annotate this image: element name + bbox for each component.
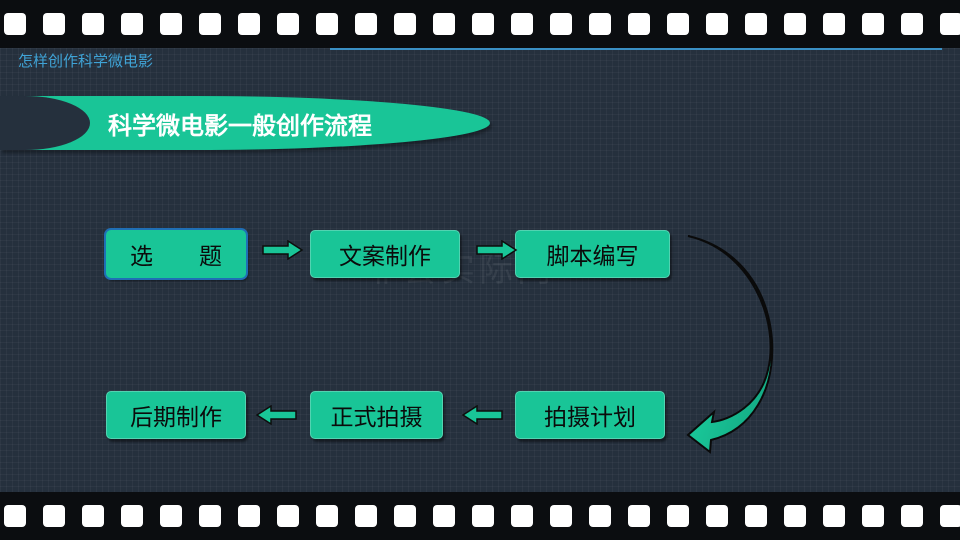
section-banner: 科学微电影一般创作流程	[0, 96, 490, 150]
film-perforation	[745, 505, 767, 527]
step-label: 后期制作	[130, 405, 222, 431]
film-perforation	[199, 505, 221, 527]
film-perforation	[43, 13, 65, 35]
film-perforation	[940, 505, 960, 527]
film-perforation	[901, 505, 923, 527]
film-perforation	[940, 13, 960, 35]
film-perforation	[4, 13, 26, 35]
film-perforation	[394, 13, 416, 35]
step-copywriting[interactable]: 文案制作	[310, 230, 460, 278]
step-shooting-plan[interactable]: 拍摄计划	[515, 391, 665, 439]
film-perforation	[706, 13, 728, 35]
curved-arrow-icon	[686, 235, 774, 454]
banner-title: 科学微电影一般创作流程	[108, 112, 372, 140]
film-perforation	[238, 13, 260, 35]
film-perforation	[667, 13, 689, 35]
film-perforation	[433, 505, 455, 527]
film-perforation	[589, 505, 611, 527]
film-perforation	[316, 13, 338, 35]
film-perforation	[745, 13, 767, 35]
film-perforation	[277, 13, 299, 35]
film-perforation	[550, 505, 572, 527]
film-perforation	[355, 505, 377, 527]
step-label: 脚本编写	[546, 244, 639, 270]
arrow-right-icon	[262, 240, 304, 260]
film-perforation	[784, 505, 806, 527]
step-formal-shooting[interactable]: 正式拍摄	[310, 391, 443, 439]
film-perforation	[901, 13, 923, 35]
film-perforation	[511, 505, 533, 527]
header-divider	[330, 48, 942, 50]
film-strip-top	[0, 0, 960, 48]
film-perforation	[823, 13, 845, 35]
film-perforation	[550, 13, 572, 35]
film-perforation	[628, 505, 650, 527]
film-perforation	[784, 13, 806, 35]
film-perforation	[82, 505, 104, 527]
arrow-left-icon	[255, 405, 297, 425]
film-perforation	[4, 505, 26, 527]
header-title: 怎样创作科学微电影	[18, 52, 154, 70]
film-perforation	[199, 13, 221, 35]
film-perforation	[160, 505, 182, 527]
film-perforation	[277, 505, 299, 527]
step-label: 拍摄计划	[544, 405, 636, 431]
film-perforation	[238, 505, 260, 527]
film-perforation	[160, 13, 182, 35]
step-label: 文案制作	[339, 244, 431, 270]
film-perforation	[472, 505, 494, 527]
film-perforation	[43, 505, 65, 527]
film-perforation	[667, 505, 689, 527]
film-perforation	[862, 13, 884, 35]
film-perforation	[316, 505, 338, 527]
arrow-right-icon	[476, 240, 518, 260]
film-perforation	[121, 505, 143, 527]
film-perforation	[394, 505, 416, 527]
step-post-production[interactable]: 后期制作	[106, 391, 246, 439]
film-perforation	[472, 13, 494, 35]
step-label: 正式拍摄	[330, 405, 423, 431]
step-label: 选 题	[130, 244, 222, 270]
film-perforation	[82, 13, 104, 35]
step-script-writing[interactable]: 脚本编写	[515, 230, 670, 278]
film-perforation	[706, 505, 728, 527]
step-topic-selection[interactable]: 选 题	[106, 230, 246, 278]
arrow-left-icon	[461, 405, 503, 425]
film-strip-bottom	[0, 492, 960, 540]
banner-notch	[0, 96, 90, 150]
film-perforation	[121, 13, 143, 35]
film-perforation	[511, 13, 533, 35]
film-perforation	[628, 13, 650, 35]
film-perforation	[862, 505, 884, 527]
film-perforation	[823, 505, 845, 527]
film-perforation	[355, 13, 377, 35]
film-perforation	[433, 13, 455, 35]
film-perforation	[589, 13, 611, 35]
